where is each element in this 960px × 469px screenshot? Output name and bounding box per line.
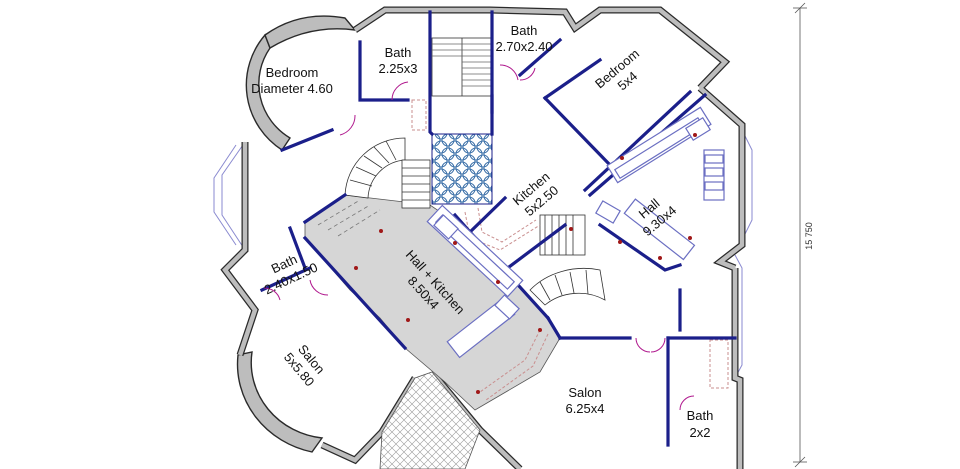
door-swings	[263, 64, 695, 411]
room-name-bath-top-mid: Bath	[511, 23, 538, 38]
room-name-salon-bottom: Salon	[568, 385, 601, 400]
terrace-floor	[379, 371, 481, 469]
room-size-salon-bottom: 6.25x4	[565, 401, 604, 416]
round-salon-wall	[236, 351, 324, 453]
furniture	[426, 106, 725, 359]
room-size-bedroom-round: Diameter 4.60	[251, 81, 333, 96]
room-name-bath-bottom-right: Bath	[687, 408, 714, 423]
kitchen-counter	[411, 99, 729, 401]
room-name-bedroom-round: Bedroom	[266, 65, 319, 80]
stair-top	[431, 37, 493, 97]
tile-floor	[431, 133, 493, 205]
room-name-bath-top-left: Bath	[385, 45, 412, 60]
room-size-bath-top-left: 2.25x3	[378, 61, 417, 76]
light-fixtures	[354, 133, 697, 394]
stair-curved-right	[529, 214, 606, 306]
window-outlines	[213, 129, 753, 379]
overall-dimension-label: 15 750	[804, 222, 814, 250]
room-size-bath-top-mid: 2.70x2.40	[495, 39, 552, 54]
room-size-bath-bottom-right: 2x2	[690, 425, 711, 440]
stair-curved-left	[344, 137, 431, 209]
dashed-guides	[317, 199, 381, 237]
dimension-line	[793, 2, 807, 468]
